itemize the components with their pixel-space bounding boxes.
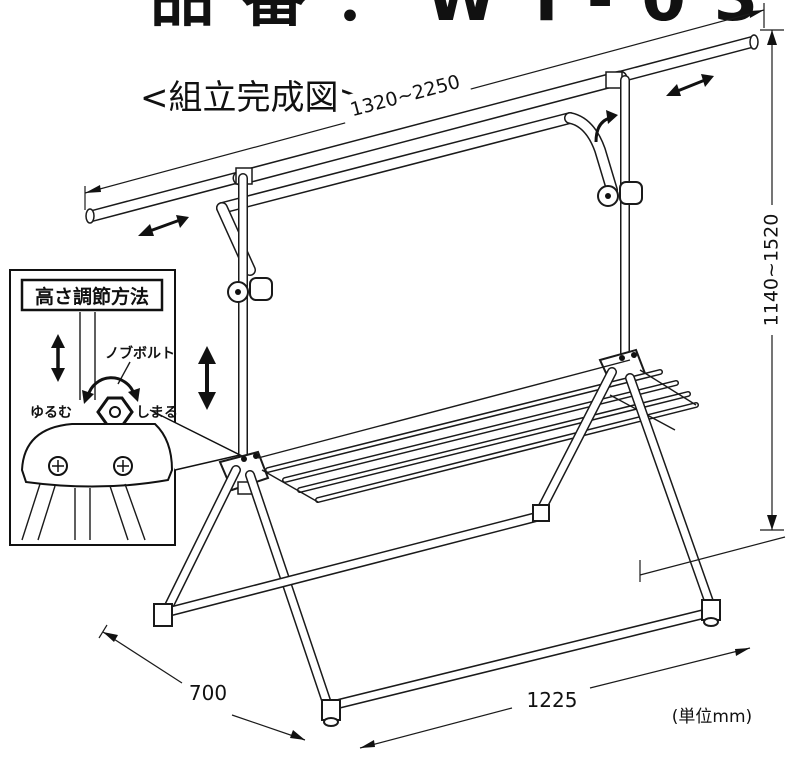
adjust-arrow-right xyxy=(666,74,714,96)
upright-poles xyxy=(238,75,630,460)
loosen-label: ゆるむ xyxy=(30,405,72,421)
top-rail xyxy=(85,34,759,224)
height-arrow xyxy=(198,346,216,410)
tighten-label: しまる xyxy=(136,405,178,421)
height-range-label: 1140~1520 xyxy=(761,214,783,327)
product-title: 品番：WT-031 xyxy=(150,0,787,36)
depth-label: 700 xyxy=(189,681,227,705)
legs xyxy=(153,367,721,727)
height-adjust-inset: 高さ調節方法 ノブボルト ゆるむ しまる xyxy=(9,269,243,546)
unit-note: (単位mm) xyxy=(672,707,752,727)
knob-bolt-left xyxy=(227,277,273,303)
adjust-arrow-left xyxy=(138,215,189,236)
diagram-caption: <組立完成図> xyxy=(140,78,367,118)
rail-joint-right xyxy=(605,71,623,89)
knob-bolt-right xyxy=(597,181,643,207)
inset-title-box xyxy=(20,278,164,312)
dimension-height-range: 1140~1520 xyxy=(760,29,784,531)
dimension-depth: 700 xyxy=(98,624,306,741)
rotate-arrow xyxy=(594,110,618,143)
dimension-base-width: 1225 xyxy=(359,647,751,749)
base-width-label: 1225 xyxy=(527,688,578,712)
shelf-bars xyxy=(257,359,699,503)
inset-title: 高さ調節方法 xyxy=(35,285,149,308)
knob-bolt-label: ノブボルト xyxy=(105,345,175,362)
